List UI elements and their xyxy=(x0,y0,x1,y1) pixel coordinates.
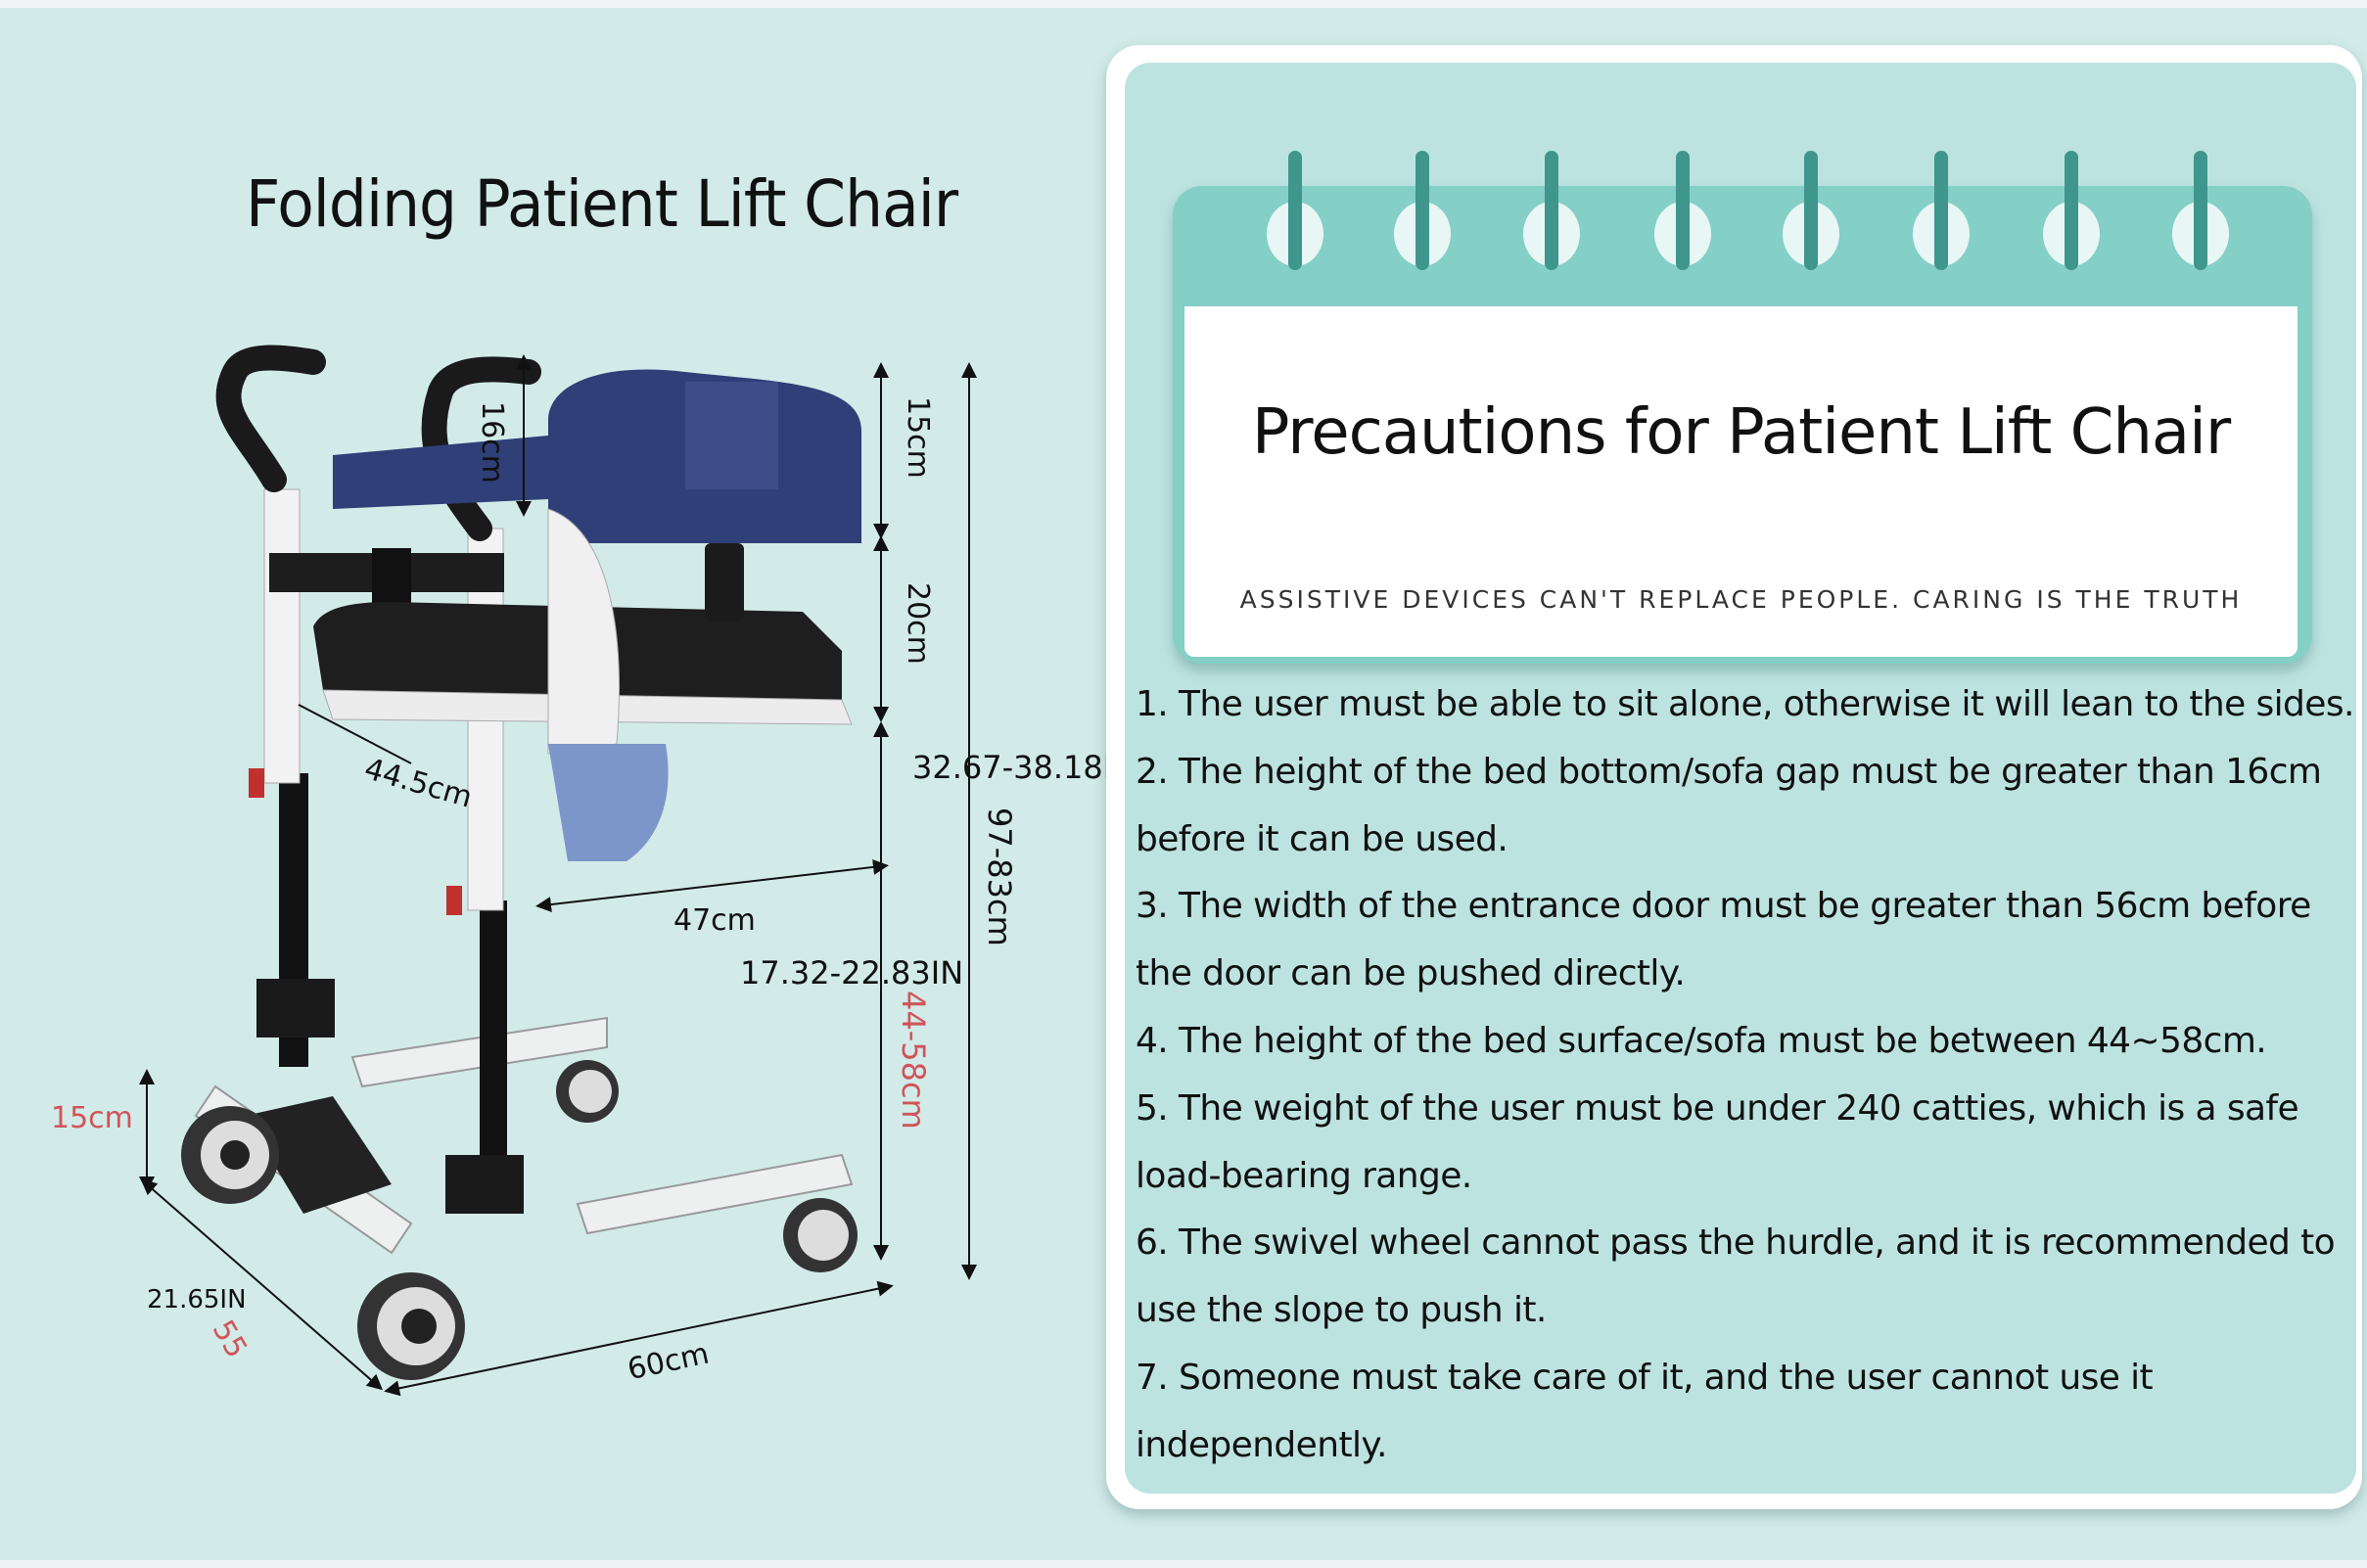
calendar-page xyxy=(1184,306,2297,657)
binder-hook-icon xyxy=(2194,151,2207,270)
binder-hook-icon xyxy=(1804,151,1818,270)
dim-total-height-in: 32.67-38.18IN xyxy=(912,749,1137,786)
dim-seat-height-cm: 44-58cm xyxy=(895,991,932,1130)
precaution-line: 7. Someone must take care of it, and the… xyxy=(1136,1357,2154,1398)
lift-chair-illustration xyxy=(139,345,977,1397)
binder-hook-icon xyxy=(1934,151,1948,270)
dim-base-clearance: 15cm xyxy=(51,1101,133,1135)
dim-seat-depth: 47cm xyxy=(673,903,756,938)
dim-back-to-seat: 20cm xyxy=(901,582,935,665)
binder-hook-icon xyxy=(1545,151,1558,270)
dim-handle-drop: 16cm xyxy=(475,401,509,484)
precautions-subtitle: ASSISTIVE DEVICES CAN'T REPLACE PEOPLE. … xyxy=(1239,585,2243,614)
precaution-line: independently. xyxy=(1136,1424,1387,1465)
precaution-line: load-bearing range. xyxy=(1136,1155,1472,1196)
precautions-list: 1. The user must be able to sit alone, o… xyxy=(1136,681,2359,1490)
precaution-line: use the slope to push it. xyxy=(1136,1290,1547,1331)
binder-hook-icon xyxy=(1416,151,1429,270)
binder-hook-icon xyxy=(2065,151,2078,270)
backrest xyxy=(333,369,861,543)
top-border xyxy=(0,0,2367,8)
dim-base-width-in: 21.65IN xyxy=(147,1285,247,1314)
precaution-line: the door can be pushed directly. xyxy=(1136,953,1686,994)
dimension-lines xyxy=(139,354,977,1397)
precaution-line: 2. The height of the bed bottom/sofa gap… xyxy=(1136,751,2322,792)
binder-hook-icon xyxy=(1288,151,1302,270)
dim-backrest-height: 15cm xyxy=(901,396,935,479)
binder-hook-icon xyxy=(1676,151,1690,270)
precaution-line: 4. The height of the bed surface/sofa mu… xyxy=(1136,1020,2267,1061)
precaution-line: 1. The user must be able to sit alone, o… xyxy=(1136,684,2354,724)
bottom-border xyxy=(0,1560,2367,1568)
dim-total-height-cm: 97-83cm xyxy=(981,807,1018,946)
precaution-line: 3. The width of the entrance door must b… xyxy=(1136,886,2311,927)
precautions-title: Precautions for Patient Lift Chair xyxy=(1251,396,2231,469)
precaution-line: before it can be used. xyxy=(1136,818,1508,859)
precaution-line: 6. The swivel wheel cannot pass the hurd… xyxy=(1136,1222,2336,1264)
dim-seat-height-in: 17.32-22.83IN xyxy=(740,954,964,992)
precaution-line: 5. The weight of the user must be under … xyxy=(1136,1087,2299,1129)
seat xyxy=(269,508,853,861)
product-title: Folding Patient Lift Chair xyxy=(246,166,958,242)
